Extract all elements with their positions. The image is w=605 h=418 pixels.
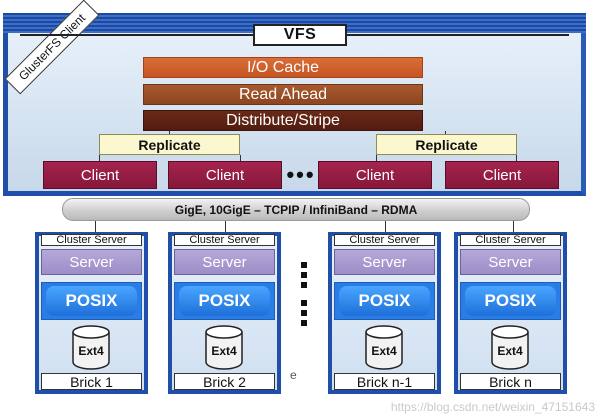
cluster-server-label: Cluster Server (460, 234, 561, 246)
ellipsis-clients: ••• (286, 162, 316, 187)
server-stack-4: Cluster Server Server POSIX Ext4 Brick n (454, 232, 567, 394)
distribute-stripe-layer: Distribute/Stripe (143, 110, 423, 131)
connector (376, 155, 377, 161)
client-box-2: Client (168, 161, 282, 189)
connector (516, 155, 517, 161)
posix-box: POSIX (41, 282, 142, 320)
ellipsis-servers-top (300, 262, 308, 288)
replicate-box-right: Replicate (376, 134, 517, 155)
disk-icon (204, 324, 244, 370)
server-box: Server (41, 249, 142, 275)
fs-label: Ext4 (78, 344, 104, 358)
vfs-connector-left (20, 34, 253, 36)
posix-box: POSIX (334, 282, 435, 320)
brick-label: Brick n (460, 373, 561, 390)
stray-text: e (290, 368, 297, 382)
watermark: https://blog.csdn.net/weixin_47151643 (390, 400, 595, 414)
server-stack-3: Cluster Server Server POSIX Ext4 Brick n… (328, 232, 441, 394)
cluster-server-label: Cluster Server (41, 234, 142, 246)
fs-label: Ext4 (371, 344, 397, 358)
vfs-box: VFS (253, 24, 347, 46)
cluster-server-label: Cluster Server (334, 234, 435, 246)
connector (95, 221, 96, 233)
io-cache-layer: I/O Cache (143, 57, 423, 78)
server-stack-1: Cluster Server Server POSIX Ext4 Brick 1 (35, 232, 148, 394)
brick-label: Brick 2 (174, 373, 275, 390)
disk-icon (364, 324, 404, 370)
server-box: Server (174, 249, 275, 275)
client-box-1: Client (43, 161, 157, 189)
client-box-3: Client (318, 161, 432, 189)
posix-label: POSIX (179, 286, 270, 316)
posix-box: POSIX (460, 282, 561, 320)
connector (99, 155, 100, 161)
client-box-4: Client (445, 161, 559, 189)
read-ahead-layer: Read Ahead (143, 84, 423, 105)
connector (240, 155, 241, 161)
server-box: Server (334, 249, 435, 275)
connector (385, 221, 386, 233)
cluster-server-label: Cluster Server (174, 234, 275, 246)
posix-label: POSIX (46, 286, 137, 316)
connector (513, 221, 514, 233)
replicate-box-left: Replicate (99, 134, 240, 155)
ellipsis-servers-bottom (300, 300, 308, 326)
connector (169, 131, 170, 135)
disk-icon (71, 324, 111, 370)
posix-box: POSIX (174, 282, 275, 320)
network-interconnect-bar: GigE, 10GigE – TCPIP / InfiniBand – RDMA (62, 198, 530, 221)
connector (445, 131, 446, 135)
server-box: Server (460, 249, 561, 275)
brick-label: Brick 1 (41, 373, 142, 390)
connector (225, 221, 226, 233)
disk-icon (490, 324, 530, 370)
brick-label: Brick n-1 (334, 373, 435, 390)
vfs-connector-right (347, 34, 569, 36)
posix-label: POSIX (339, 286, 430, 316)
server-stack-2: Cluster Server Server POSIX Ext4 Brick 2 (168, 232, 281, 394)
posix-label: POSIX (465, 286, 556, 316)
fs-label: Ext4 (497, 344, 523, 358)
fs-label: Ext4 (211, 344, 237, 358)
